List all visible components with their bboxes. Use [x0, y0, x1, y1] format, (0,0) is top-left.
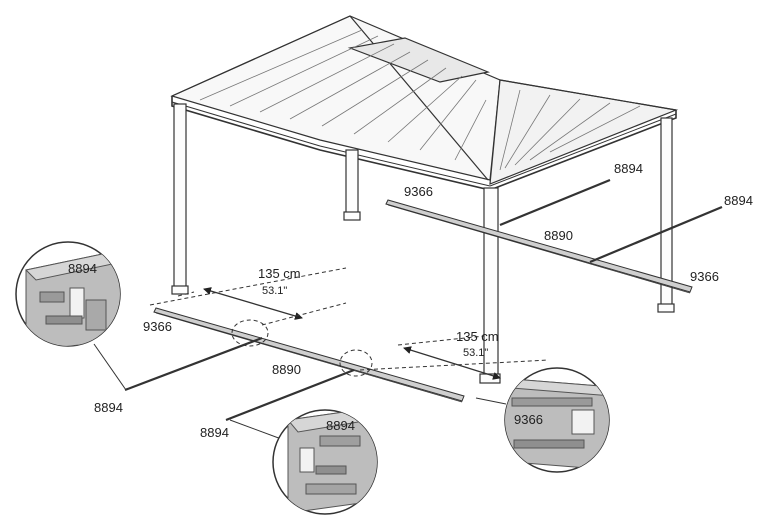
label-beam-front-mid: 8890: [272, 362, 301, 377]
part-labels: 9366 8894 8894 8890 9366 9366 8890 8894 …: [68, 161, 753, 440]
roof-front-panel: [170, 15, 501, 181]
label-beam-front-left: 9366: [143, 319, 172, 334]
label-beam-top-right-end: 9366: [690, 269, 719, 284]
dimension-left-inch: 53.1": [262, 285, 287, 297]
dimension-lines: [149, 267, 549, 380]
joint-circle-right: [339, 349, 373, 377]
dimension-labels: 135 cm 53.1" 135 cm 53.1": [258, 266, 499, 359]
back-beam-assembly: [385, 178, 723, 294]
label-detail-bottom: 8894: [326, 418, 355, 433]
gazebo-roof: [170, 15, 679, 191]
dimension-arrow-right: [403, 346, 501, 380]
detail-callout-left: [15, 241, 127, 391]
rod-8894-front-bottom: [225, 368, 355, 422]
front-beam-assembly: [124, 307, 465, 422]
beam-9366-front: [153, 307, 465, 402]
dimension-right-cm: 135 cm: [456, 329, 499, 344]
detail-callout-right: [475, 367, 610, 473]
label-rod-front-bottom: 8894: [200, 425, 229, 440]
rod-8894-back-upper: [499, 178, 611, 227]
dimension-right-inch: 53.1": [463, 347, 488, 359]
label-rod-front-left: 8894: [94, 400, 123, 415]
post-front-left: [173, 103, 187, 291]
roof-right-panel: [489, 79, 679, 185]
rod-8894-back-far: [589, 205, 723, 264]
detail-callout-bottom: [229, 409, 378, 515]
beam-9366-back: [385, 199, 693, 293]
dimension-left-cm: 135 cm: [258, 266, 301, 281]
post-back-left: [345, 149, 359, 217]
joint-circle-left: [231, 319, 269, 347]
label-rod-top-right-far: 8894: [724, 193, 753, 208]
dimension-arrow-left: [203, 287, 303, 320]
rod-8894-front-left: [124, 336, 263, 392]
label-detail-left: 8894: [68, 261, 97, 276]
label-detail-right: 9366: [514, 412, 543, 427]
label-beam-top-left: 9366: [404, 184, 433, 199]
label-rod-top-right-upper: 8894: [614, 161, 643, 176]
label-beam-top-right-mid: 8890: [544, 228, 573, 243]
